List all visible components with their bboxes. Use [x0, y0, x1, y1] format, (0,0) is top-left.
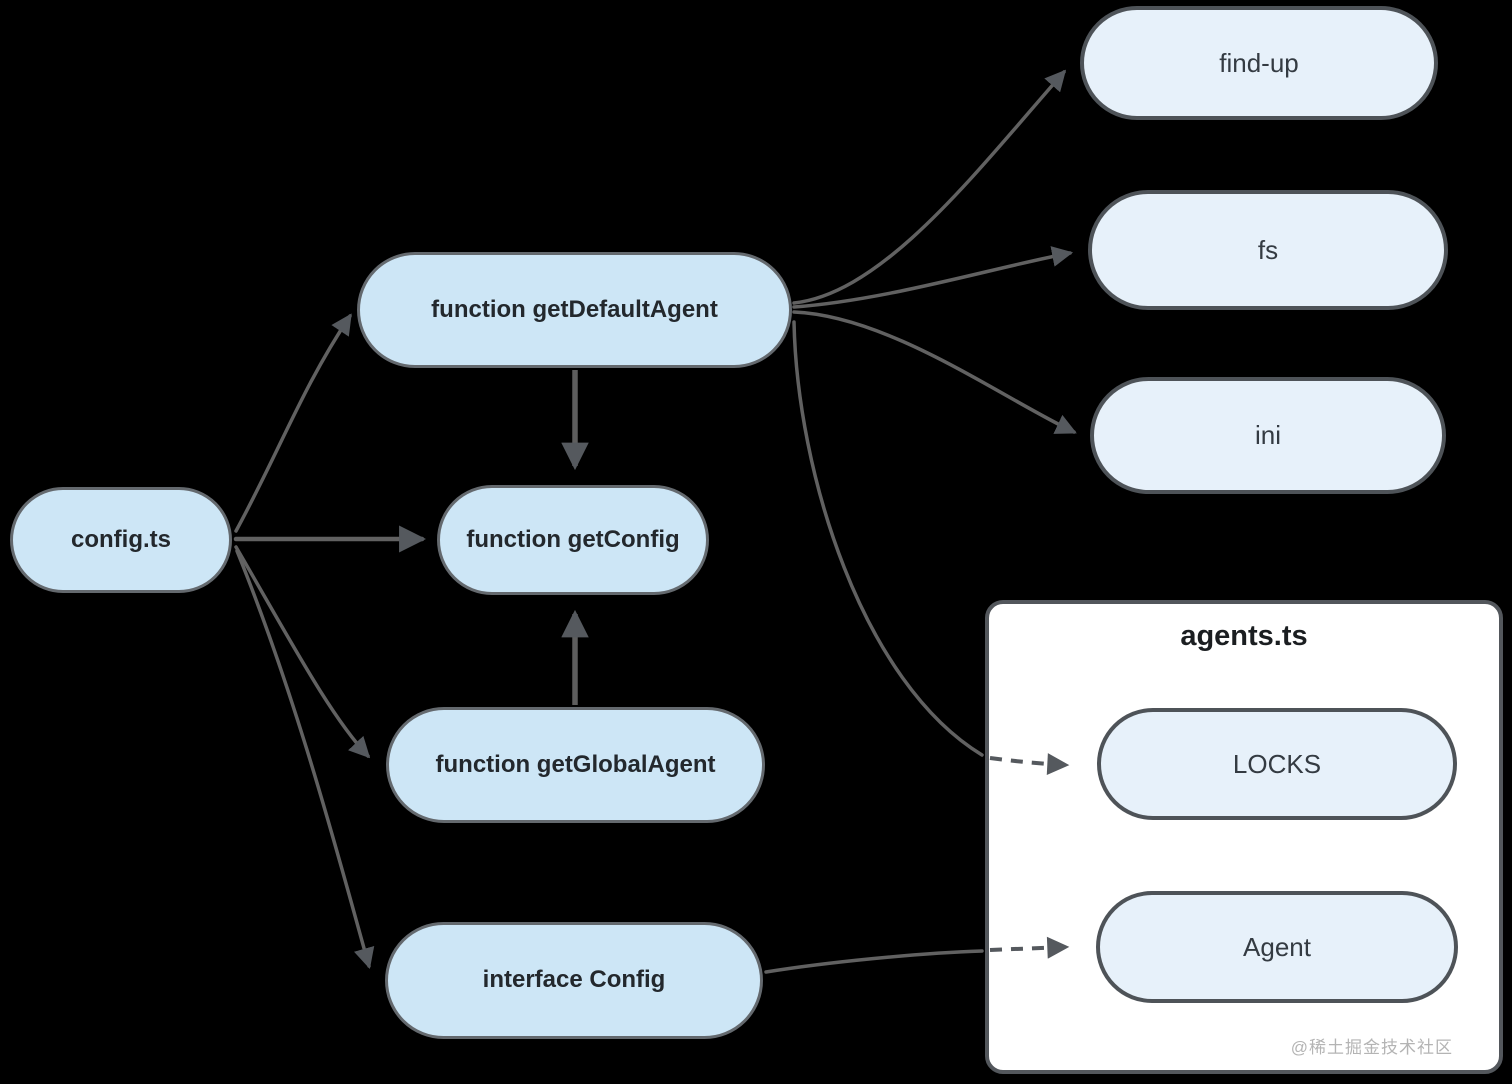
edge-config-to-getglobalagent	[234, 545, 371, 759]
node-function-getglobalagent[interactable]: function getGlobalAgent	[386, 707, 765, 823]
watermark: @稀土掘金技术社区	[1290, 1038, 1453, 1057]
edge-config-to-interfaceconfig	[235, 549, 375, 970]
node-locks-label: LOCKS	[1232, 748, 1322, 779]
node-interface-config-label: interface Config	[482, 966, 666, 994]
node-fs-label: fs	[1257, 234, 1279, 265]
node-ini-label: ini	[1254, 420, 1281, 451]
edge-getdefaultagent-to-fs	[792, 246, 1074, 309]
node-function-getconfig[interactable]: function getConfig	[437, 485, 709, 595]
node-find-up-label: find-up	[1219, 47, 1299, 78]
node-find-up[interactable]: find-up	[1080, 6, 1438, 120]
node-function-getdefaultagent[interactable]: function getDefaultAgent	[357, 252, 792, 368]
node-locks[interactable]: LOCKS	[1097, 708, 1457, 820]
node-agent-label: Agent	[1243, 931, 1311, 962]
edge-interfaceconfig-to-box	[764, 949, 984, 974]
edge-config-to-getdefaultagent	[234, 313, 352, 533]
node-fs[interactable]: fs	[1088, 190, 1448, 310]
node-function-getconfig-label: function getConfig	[466, 525, 680, 553]
node-agent[interactable]: Agent	[1096, 891, 1458, 1003]
agents-ts-title: agents.ts	[1180, 620, 1308, 652]
edge-dashed-to-locks	[989, 753, 1070, 776]
node-ini[interactable]: ini	[1090, 377, 1446, 494]
edge-dashed-to-agent	[989, 936, 1070, 959]
node-function-getglobalagent-label: function getGlobalAgent	[435, 750, 716, 778]
node-function-getdefaultagent-label: function getDefaultAgent	[431, 295, 718, 323]
edge-getdefaultagent-to-ini	[792, 310, 1077, 434]
node-config-ts[interactable]: config.ts	[10, 487, 232, 593]
edge-getdefaultagent-to-box	[792, 320, 984, 757]
node-config-ts-label: config.ts	[71, 525, 171, 553]
edge-getdefaultagent-to-findup	[792, 69, 1067, 305]
node-interface-config[interactable]: interface Config	[385, 922, 763, 1039]
